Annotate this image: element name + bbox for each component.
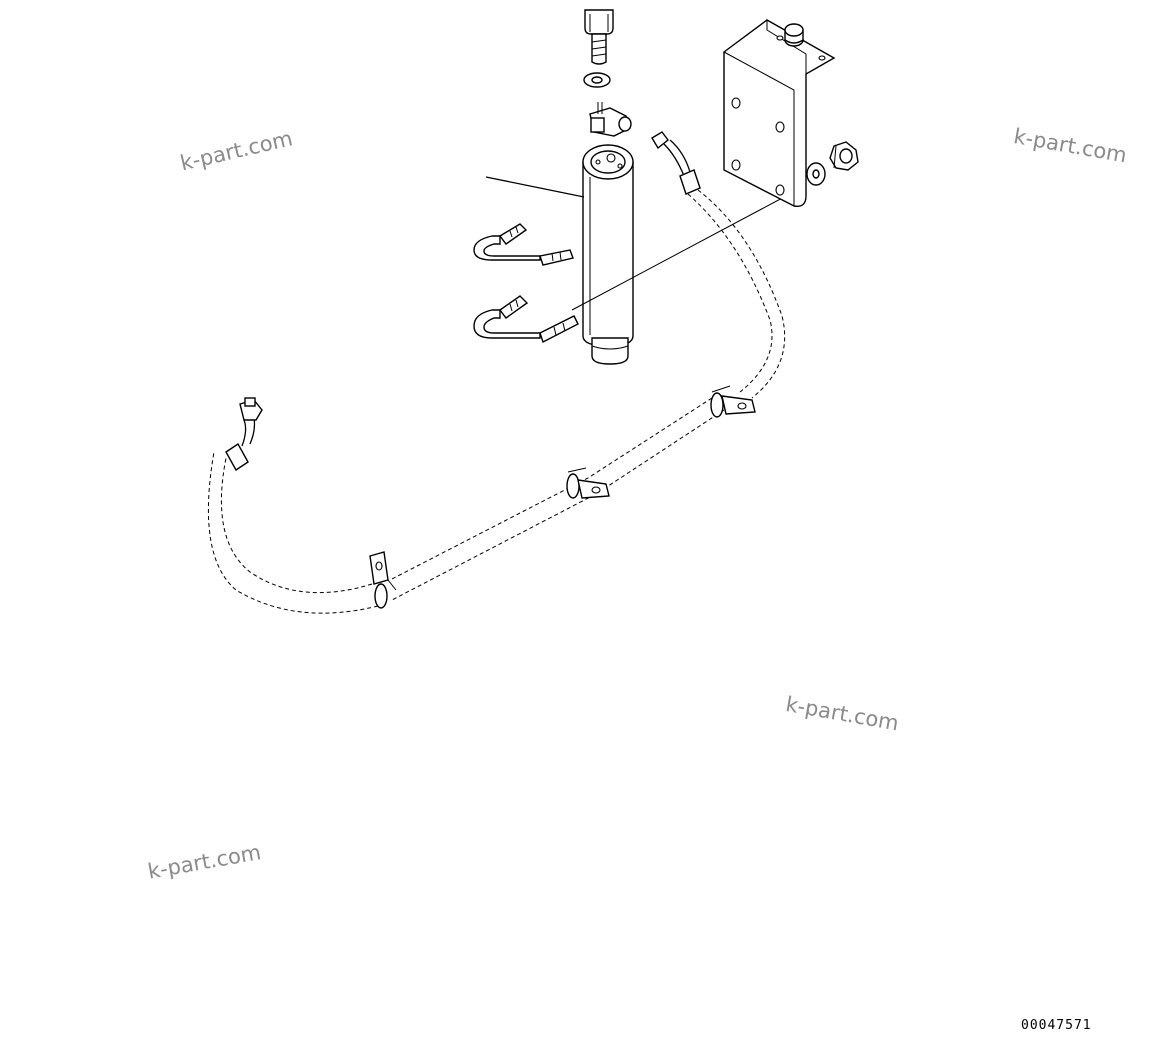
- u-bolt-lower: [473, 295, 579, 343]
- leader-line: [485, 176, 585, 198]
- bolt: [584, 9, 614, 65]
- receiver-drier: [582, 144, 634, 365]
- hose-clamp-2: [566, 467, 610, 499]
- tee-fitting: [589, 102, 632, 137]
- washer: [583, 72, 611, 88]
- washer-right: [806, 162, 826, 186]
- drawing-number: 00047571: [1021, 1018, 1092, 1033]
- hose-clamp-3: [369, 551, 397, 609]
- hex-nut: [829, 141, 859, 171]
- mounting-bracket: [723, 19, 836, 207]
- hose-upper: [651, 131, 786, 399]
- alignment-line: [571, 195, 787, 311]
- u-bolt-upper: [473, 223, 574, 266]
- hose-clamp-1: [710, 385, 756, 418]
- hose-main: [207, 397, 725, 614]
